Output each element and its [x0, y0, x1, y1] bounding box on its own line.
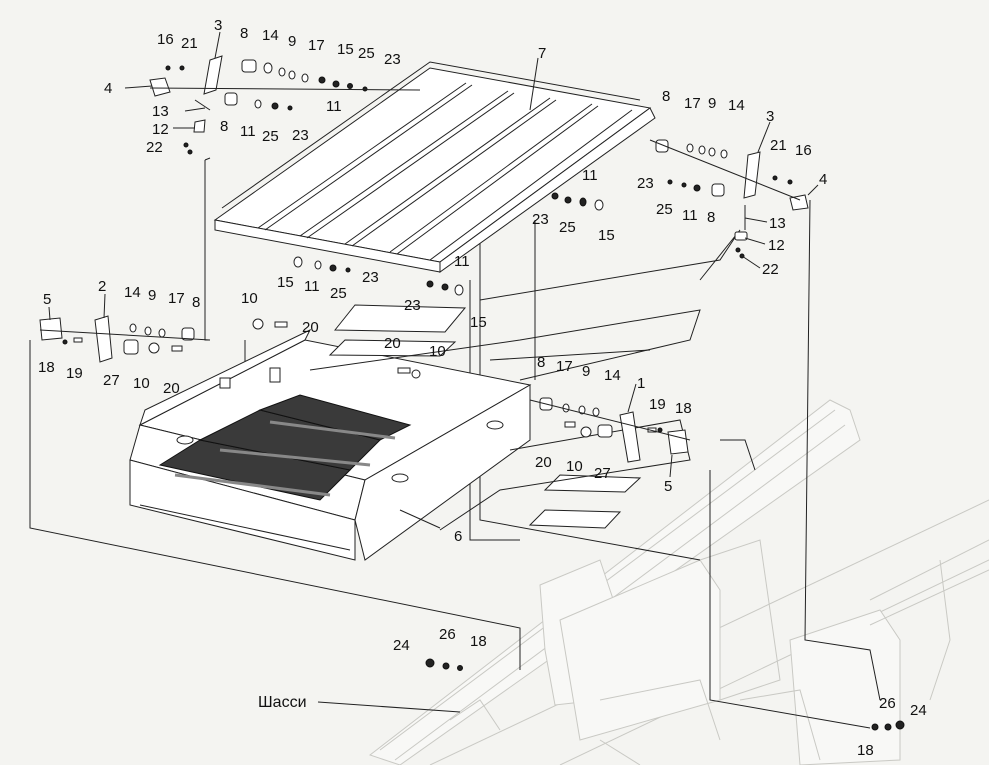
- leader-lines: [48, 31, 819, 713]
- label-8: 8: [707, 209, 715, 226]
- label-15: 15: [470, 314, 487, 331]
- label-2: 2: [98, 278, 106, 295]
- label-15: 15: [337, 41, 354, 58]
- label-22-left: 22: [146, 139, 163, 156]
- label-24: 24: [910, 702, 927, 719]
- label-12-left: 12: [152, 121, 169, 138]
- label-19-left: 19: [66, 365, 83, 382]
- label-18: 18: [857, 742, 874, 759]
- label-3-right: 3: [766, 108, 774, 125]
- label-6: 6: [454, 528, 462, 545]
- label-23: 23: [404, 297, 421, 314]
- label-4-left: 4: [104, 80, 112, 97]
- label-9: 9: [288, 33, 296, 50]
- left-top-bracket-cluster: [149, 55, 421, 155]
- label-chassis: Шасси: [258, 694, 307, 711]
- label-20: 20: [384, 335, 401, 352]
- label-23: 23: [637, 175, 654, 192]
- label-25: 25: [656, 201, 673, 218]
- label-8: 8: [662, 88, 670, 105]
- label-25: 25: [330, 285, 347, 302]
- label-9: 9: [148, 287, 156, 304]
- label-23: 23: [384, 51, 401, 68]
- label-8: 8: [537, 354, 545, 371]
- label-14: 14: [604, 367, 621, 384]
- cover-panel: [213, 61, 656, 273]
- callout-labels: 1 2 3 3 4 4 5 5 6 7 8 8 8 8 8 8 9 9 9 9 …: [38, 17, 927, 759]
- label-18: 18: [675, 400, 692, 417]
- label-15: 15: [598, 227, 615, 244]
- label-3-top: 3: [214, 17, 222, 34]
- label-16-left: 16: [157, 31, 174, 48]
- label-14: 14: [728, 97, 745, 114]
- label-21-right: 21: [770, 137, 787, 154]
- label-8: 8: [240, 25, 248, 42]
- label-22-right: 22: [762, 261, 779, 278]
- label-11: 11: [682, 207, 698, 224]
- sieve-frame: [129, 328, 532, 561]
- label-4-right: 4: [819, 171, 827, 188]
- label-10: 10: [133, 375, 150, 392]
- label-7: 7: [538, 45, 546, 62]
- label-8: 8: [192, 294, 200, 311]
- label-17: 17: [308, 37, 325, 54]
- label-20: 20: [302, 319, 319, 336]
- label-10: 10: [566, 458, 583, 475]
- left-drive-cluster: [39, 315, 288, 363]
- label-11: 11: [326, 98, 342, 115]
- label-19-right: 19: [649, 396, 666, 413]
- label-21-left: 21: [181, 35, 198, 52]
- label-23: 23: [362, 269, 379, 286]
- label-10: 10: [241, 290, 258, 307]
- label-27: 27: [594, 465, 611, 482]
- label-26: 26: [439, 626, 456, 643]
- label-13-right: 13: [769, 215, 786, 232]
- label-11: 11: [454, 253, 470, 270]
- right-top-bracket-cluster: [649, 139, 809, 259]
- label-12-right: 12: [768, 237, 785, 254]
- label-11: 11: [582, 167, 598, 184]
- floor-plates: [309, 229, 741, 531]
- label-5-right: 5: [664, 478, 672, 495]
- label-9: 9: [708, 95, 716, 112]
- label-24: 24: [393, 637, 410, 654]
- label-20: 20: [535, 454, 552, 471]
- label-11: 11: [240, 123, 256, 140]
- label-17: 17: [168, 290, 185, 307]
- label-10: 10: [429, 343, 446, 360]
- label-17: 17: [556, 358, 573, 375]
- label-25: 25: [358, 45, 375, 62]
- label-25: 25: [559, 219, 576, 236]
- label-27: 27: [103, 372, 120, 389]
- label-26: 26: [879, 695, 896, 712]
- label-25: 25: [262, 128, 279, 145]
- label-18: 18: [470, 633, 487, 650]
- label-8: 8: [220, 118, 228, 135]
- right-drive-cluster: [397, 367, 691, 463]
- label-17: 17: [684, 95, 701, 112]
- label-5-left: 5: [43, 291, 51, 308]
- label-1: 1: [637, 375, 645, 392]
- label-15: 15: [277, 274, 294, 291]
- label-20: 20: [163, 380, 180, 397]
- label-9: 9: [582, 363, 590, 380]
- label-13-left: 13: [152, 103, 169, 120]
- label-14: 14: [124, 284, 141, 301]
- label-14: 14: [262, 27, 279, 44]
- label-11: 11: [304, 278, 320, 295]
- label-16-right: 16: [795, 142, 812, 159]
- label-23: 23: [292, 127, 309, 144]
- label-23: 23: [532, 211, 549, 228]
- fastener-stacks: [425, 658, 905, 731]
- label-18: 18: [38, 359, 55, 376]
- center-bearing-cluster: [293, 192, 604, 296]
